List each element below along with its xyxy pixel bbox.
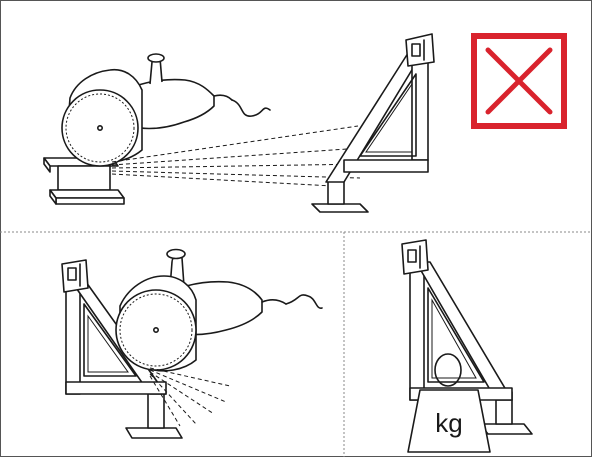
panel-top-incorrect xyxy=(43,33,567,213)
debris-trajectory-lines xyxy=(111,125,367,187)
panel-bottom-right: kg xyxy=(401,239,533,453)
prohibited-x-icon xyxy=(471,33,567,129)
steel-beam-icon xyxy=(43,157,125,205)
weight-label: kg xyxy=(435,408,462,438)
support-stand-icon xyxy=(311,33,435,213)
angle-grinder-icon xyxy=(115,248,323,372)
spark-spray-icon xyxy=(149,367,231,427)
weight-kg-icon: kg xyxy=(407,353,491,453)
angle-grinder-icon xyxy=(61,53,271,167)
panel-bottom-left xyxy=(61,248,323,439)
